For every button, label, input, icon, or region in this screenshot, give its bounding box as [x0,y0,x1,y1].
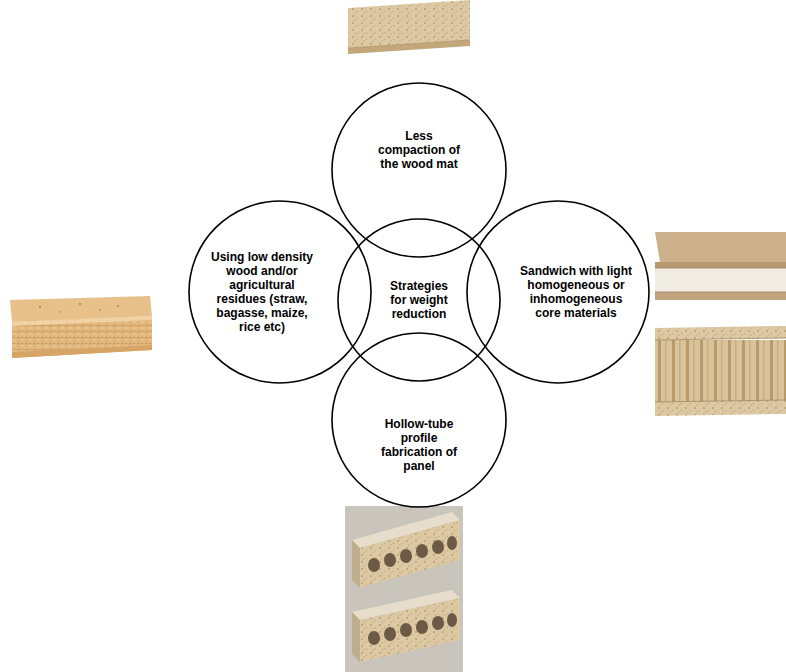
circle-shape [332,333,506,507]
circle-label: Using low density wood and/or agricultur… [206,250,318,334]
circle-label: Less compaction of the wood mat [374,129,464,171]
circle-label: Hollow-tube profile fabrication of panel [371,417,467,473]
strategy-circle: Less compaction of the wood mat [331,82,507,258]
circle-shape [338,219,500,381]
honeycomb-panel-image [655,326,786,416]
strategy-circle: Hollow-tube profile fabrication of panel [331,332,507,508]
hollow-tube-image [345,506,463,672]
circle-label: Strategies for weight reduction [381,279,457,321]
sandwich-panel-image [655,232,786,300]
slab-image [348,0,470,54]
circle-shape [332,83,506,257]
strategy-circle: Using low density wood and/or agricultur… [188,200,372,384]
particleboard-image [10,296,152,358]
circle-shape [467,201,649,383]
circle-label: Sandwich with light homogeneous or inhom… [520,264,632,320]
strategy-circle: Sandwich with light homogeneous or inhom… [466,200,650,384]
circle-shape [189,201,371,383]
strategy-circle: Strategies for weight reduction [337,218,501,382]
